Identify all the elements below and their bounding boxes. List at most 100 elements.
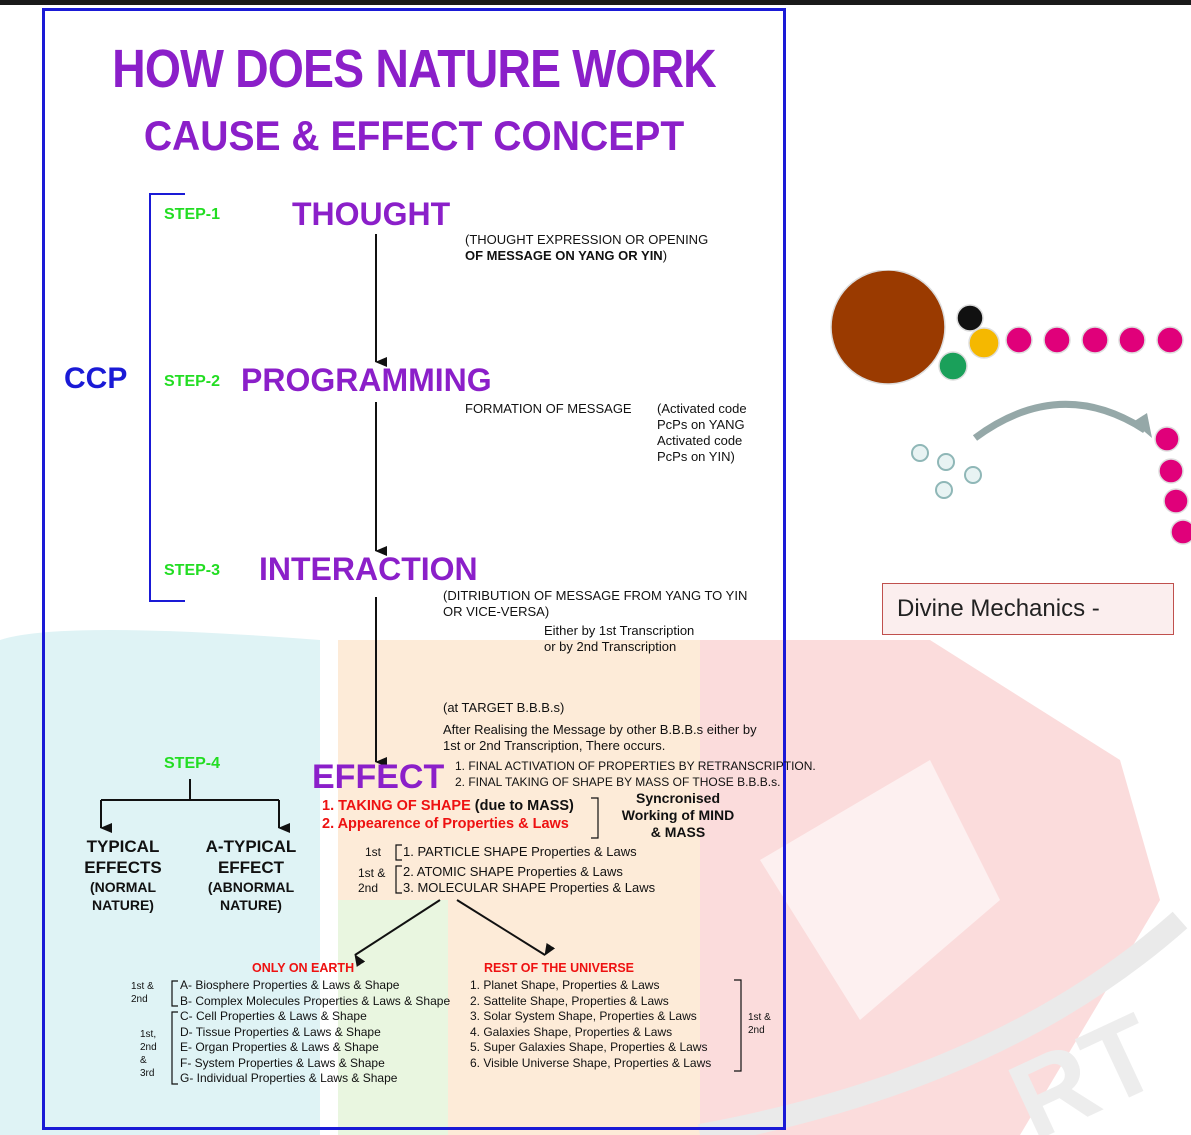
curved-arrow-icon [972,401,1147,441]
ccp-label: CCP [64,362,128,395]
pale-dot-icon [935,481,953,499]
earth-label-5: & [140,1055,147,1066]
top-bar [0,0,1191,5]
atypical-l1: A-TYPICAL [205,837,297,856]
split-right [456,899,556,956]
step3-note-a2: OR VICE-VERSA) [443,604,550,619]
earth-item: E- Organ Properties & Laws & Shape [180,1040,379,1054]
earth-item: B- Complex Molecules Properties & Laws &… [180,993,451,1008]
watermark-cyan-shape [0,630,320,1135]
typical-l3: (NORMAL [89,879,157,895]
effect-bracket [591,797,599,839]
magenta-dot-icon [1156,326,1184,354]
typical-l2: EFFECTS [84,858,162,877]
step2-title: PROGRAMMING [241,362,492,398]
shape-label-1st: 1st [365,845,382,859]
step2-label: STEP-2 [164,373,221,390]
earth-item: D- Tissue Properties & Laws & Shape [180,1024,381,1039]
effect-line-1: 1. FINAL ACTIVATION OF PROPERTIES BY RET… [455,759,816,773]
shape-item-2: 2. ATOMIC SHAPE Properties & Laws [403,864,623,879]
brown-sphere-icon [830,270,946,385]
universe-item: 3. Solar System Shape, Properties & Laws [470,1009,697,1023]
step1-label: STEP-1 [164,206,221,223]
magenta-dot-icon [1170,519,1191,545]
universe-label-2: 2nd [748,1025,765,1036]
effect-title: EFFECT [312,758,445,796]
step3-note-b: Either by 1st Transcription or by 2nd Tr… [544,623,694,655]
main-panel [42,8,786,1130]
step1-title: THOUGHT [292,196,451,232]
divine-mechanics-label: Divine Mechanics - [882,583,1174,635]
sync-l3: & MASS [650,824,706,840]
shape-item-1: 1. PARTICLE SHAPE Properties & Laws [403,844,637,859]
step2-note-a: FORMATION OF MESSAGE [465,401,632,416]
magenta-dot-icon [1154,426,1180,452]
step1-note-close: ) [662,248,668,263]
pale-dot-icon [937,453,955,471]
effect-red-1: 1. TAKING OF SHAPE (due to MASS) [322,798,574,814]
atypical-l2: EFFECT [217,858,285,877]
shape23-bracket [395,865,402,894]
step3-note-a: (DITRIBUTION OF MESSAGE FROM YANG TO YIN… [443,588,747,620]
universe-list: 1. Planet Shape, Properties & Laws 2. Sa… [470,978,711,1071]
curved-arrow-head-icon [1133,413,1152,438]
shape1-bracket [395,844,402,861]
universe-item: 1. Planet Shape, Properties & Laws [470,978,660,992]
earth-item: A- Biosphere Properties & Laws & Shape [180,978,400,992]
typical-l4: NATURE) [92,897,154,913]
yellow-dot-icon [968,327,1000,359]
shape-label-2nd: 2nd [358,881,379,895]
divine-mechanics-figure [830,270,1191,545]
page-subtitle: CAUSE & EFFECT CONCEPT [143,112,685,159]
sync-l1: Syncronised [635,790,721,806]
sync-l2: Working of MIND [621,807,735,823]
typical-effects: TYPICAL EFFECTS (NORMAL NATURE) [74,836,172,914]
step2-note-b2: PcPs on YANG [657,417,745,432]
atypical-effects: A-TYPICAL EFFECT (ABNORMAL NATURE) [196,836,306,914]
pale-dot-icon [964,466,982,484]
step1-note-bold: OF MESSAGE ON YANG OR YIN [465,248,663,263]
step3-label: STEP-3 [164,562,221,579]
effect-red-1-text: 1. TAKING OF SHAPE [322,798,471,814]
step2-note-b: (Activated code PcPs on YANG Activated c… [657,401,747,465]
magenta-dot-icon [1005,326,1033,354]
earth-label-3: 1st, [140,1029,157,1040]
earth-item: C- Cell Properties & Laws & Shape [180,1009,367,1023]
ccp-bracket [149,193,185,602]
black-dot-icon [956,304,984,332]
step1-note: (THOUGHT EXPRESSION OR OPENING OF MESSAG… [465,232,708,264]
earth-item: G- Individual Properties & Laws & Shape [180,1071,398,1085]
watermark-white-inner [760,760,1000,1020]
earth-list: A- Biosphere Properties & Laws & Shape B… [180,978,450,1087]
step3-note-b1: Either by 1st Transcription [544,623,695,638]
magenta-dot-icon [1118,326,1146,354]
universe-item: 2. Sattelite Shape, Properties & Laws [470,993,669,1008]
target-note-1: (at TARGET B.B.B.s) [443,700,565,715]
step2-note-b1: (Activated code [657,401,747,416]
step2-note-b3: Activated code [657,433,743,448]
earth-item: F- System Properties & Laws & Shape [180,1055,385,1070]
universe-bracket [734,979,742,1072]
target-note-3: 1st or 2nd Transcription, There occurs. [443,738,666,753]
step2-note-b4: PcPs on YIN) [657,449,735,464]
universe-label-1: 1st & [748,1012,771,1023]
earth-label-1: 1st & [131,981,154,992]
step3-note-a1: (DITRIBUTION OF MESSAGE FROM YANG TO YIN [443,588,748,603]
shape-item-3: 3. MOLECULAR SHAPE Properties & Laws [403,880,656,895]
magenta-dot-icon [1158,458,1184,484]
universe-item: 5. Super Galaxies Shape, Properties & La… [470,1040,708,1054]
universe-title: REST OF THE UNIVERSE [484,961,635,975]
step4-label: STEP-4 [164,755,221,772]
universe-item: 4. Galaxies Shape, Properties & Laws [470,1024,673,1039]
step3-title: INTERACTION [259,551,478,587]
target-note-2: After Realising the Message by other B.B… [443,722,757,737]
magenta-dot-icon [1043,326,1071,354]
step1-note-line2: OF MESSAGE ON YANG OR YIN) [465,248,708,264]
effect-red-2: 2. Appearence of Properties & Laws [322,816,569,832]
shape-label-1st-and: 1st & [358,866,386,880]
magenta-dot-icon [1163,488,1189,514]
magenta-dot-icon [1081,326,1109,354]
earth-bracket-cg [171,1011,178,1085]
watermark-gray-curve [698,911,1188,1135]
